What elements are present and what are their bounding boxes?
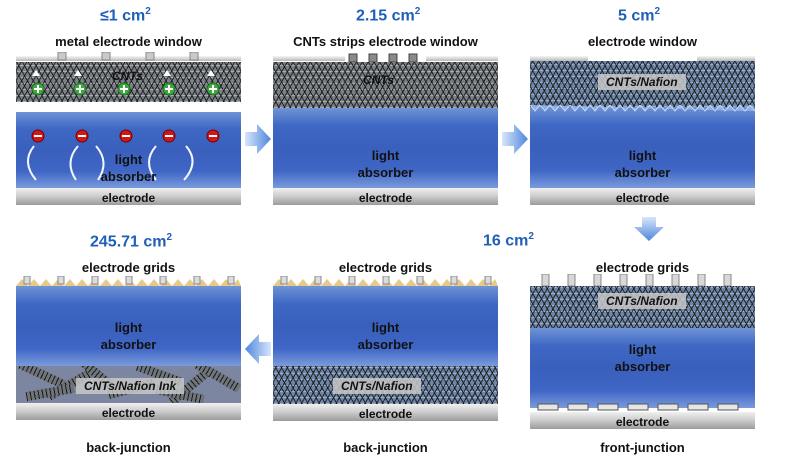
arrow-right-icon — [245, 124, 271, 154]
electrode-grids — [16, 276, 241, 286]
bottom-electrode — [273, 404, 498, 421]
panel-title: electrode grids — [81, 260, 176, 275]
cnt-label: CNTs — [112, 69, 143, 83]
electron-carriers — [27, 129, 220, 181]
area-label-3: 5 cm2 — [618, 6, 661, 25]
bottom-electrode — [530, 188, 755, 205]
left-top-bar — [273, 56, 345, 61]
electrode-label: electrode — [358, 407, 413, 421]
panel-metal-window: metal electrode window CNTs — [16, 34, 241, 206]
panel-title: CNTs strips electrode window — [293, 34, 478, 49]
cnt-label: CNTs/Nafion Ink — [76, 378, 185, 394]
junction-label: back-junction — [343, 440, 428, 455]
hole-carriers — [31, 70, 220, 114]
cnt-layer — [16, 62, 241, 102]
electrode-label: electrode — [615, 415, 670, 429]
electrode-label: electrode — [101, 406, 156, 420]
bottom-electrode — [16, 188, 241, 205]
cnt-nafion-layer — [273, 366, 498, 404]
light-absorber — [273, 108, 498, 188]
electrode-label: electrode — [101, 191, 156, 205]
light-absorber — [530, 107, 755, 188]
area-label-4: 16 cm2 — [483, 231, 534, 250]
area-label-1: ≤1 cm2 — [100, 6, 151, 25]
metal-electrode-fingers — [57, 52, 199, 61]
metal-top-bar — [16, 56, 241, 61]
right-top-bar — [697, 56, 755, 61]
panel-title: electrode grids — [595, 260, 690, 275]
cnt-nafion-layer — [530, 61, 755, 107]
rear-contact-pattern — [537, 403, 739, 411]
arrow-down-icon — [634, 217, 664, 241]
cnt-label: CNTs/Nafion — [333, 378, 421, 394]
light-absorber — [16, 286, 241, 366]
cnt-label: CNTs/Nafion — [598, 74, 686, 90]
arrow-left-icon — [245, 334, 271, 364]
panel-title: metal electrode window — [55, 34, 202, 49]
light-absorber — [273, 286, 498, 366]
arrow-right-icon — [502, 124, 528, 154]
left-top-bar — [530, 56, 588, 61]
junction-label: front-junction — [600, 440, 685, 455]
bottom-electrode — [273, 188, 498, 205]
textured-surface — [530, 105, 755, 112]
junction-label: back-junction — [86, 440, 171, 455]
electrode-label: electrode — [615, 191, 670, 205]
cnt-layer — [273, 62, 498, 108]
area-label-2: 2.15 cm2 — [356, 6, 421, 25]
light-absorber — [16, 112, 241, 188]
cnt-label: CNTs/Nafion — [598, 293, 686, 309]
panel-title: electrode grids — [338, 260, 433, 275]
cnt-label: CNTs — [363, 73, 394, 87]
area-label-5: 245.71 cm2 — [90, 232, 173, 251]
bottom-electrode — [530, 412, 755, 429]
light-absorber — [530, 328, 755, 408]
electrode-grids — [273, 276, 498, 286]
bottom-electrode — [16, 403, 241, 420]
right-top-bar — [426, 56, 498, 61]
panel-title: electrode window — [587, 34, 698, 49]
electrode-label: electrode — [358, 191, 413, 205]
